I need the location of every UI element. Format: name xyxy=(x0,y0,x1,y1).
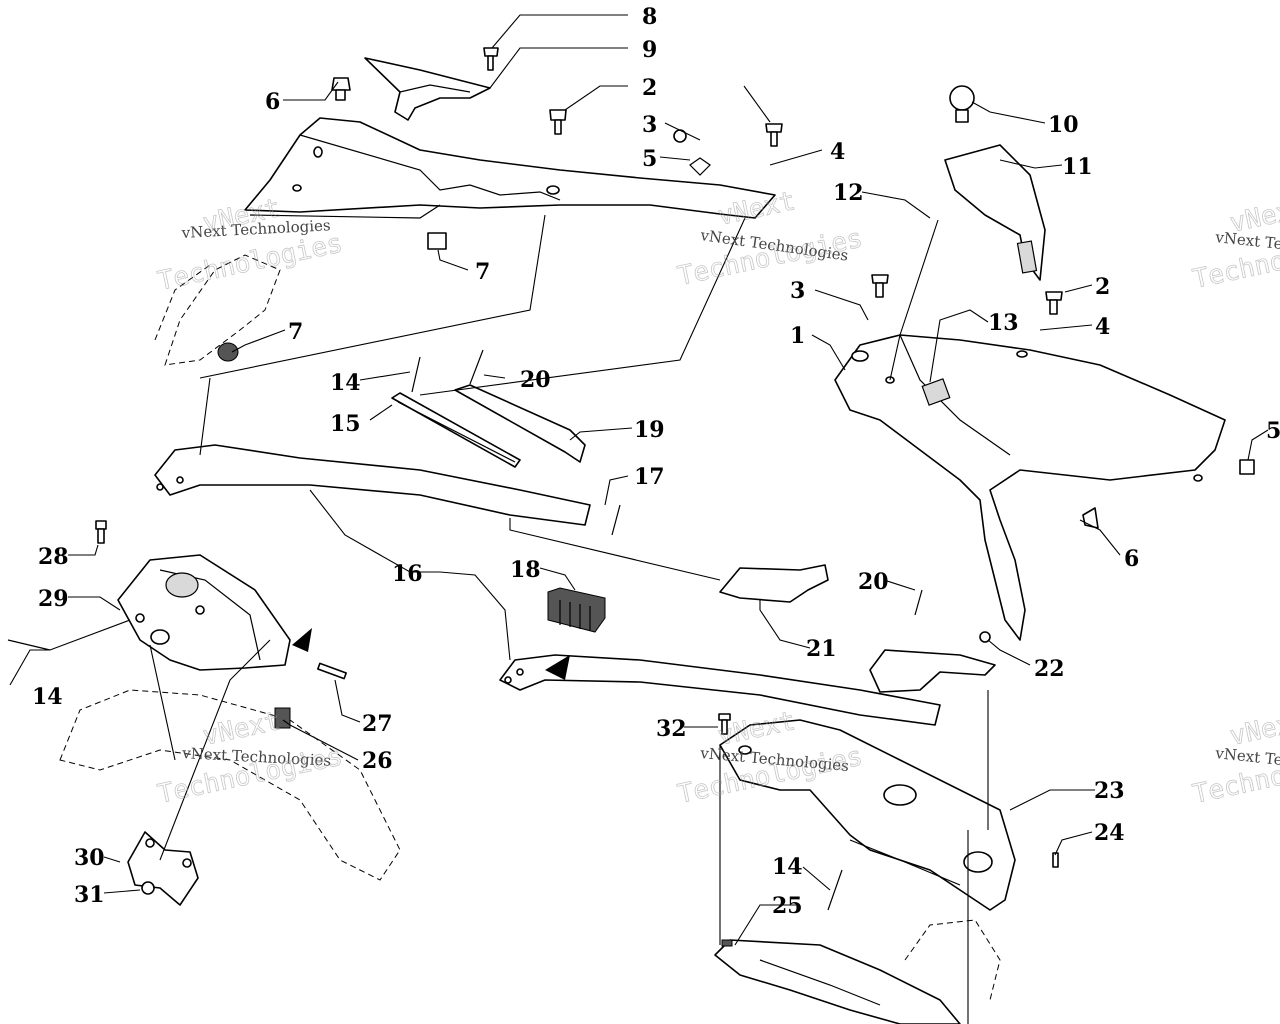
callout-5: 5 xyxy=(642,146,657,172)
part-9-scoop xyxy=(364,57,491,121)
callout-10: 10 xyxy=(1048,112,1079,138)
watermarks: vNext Technologies vNext Technologies vN… xyxy=(155,186,1280,810)
left-ghost-outline xyxy=(154,254,281,366)
callout-2-right: 2 xyxy=(1095,274,1110,300)
callout-3: 3 xyxy=(642,112,657,138)
callout-15: 15 xyxy=(330,411,361,437)
callout-7: 7 xyxy=(475,259,490,285)
part-11-cover xyxy=(944,144,1046,281)
callout-12: 12 xyxy=(833,180,864,206)
callout-6: 6 xyxy=(265,89,280,115)
callout-28: 28 xyxy=(38,544,69,570)
callout-20-right: 20 xyxy=(858,569,889,595)
part-30-plate xyxy=(127,831,199,906)
callout-25: 25 xyxy=(772,893,803,919)
callout-27: 27 xyxy=(362,711,393,737)
callout-3-right: 3 xyxy=(790,278,805,304)
callouts: 8 9 2 3 5 4 6 7 7 10 11 12 3 2 13 4 1 5 … xyxy=(32,4,1280,919)
callout-24: 24 xyxy=(1094,820,1125,846)
part-15-strip xyxy=(391,392,521,468)
left-upper-panel xyxy=(244,117,776,219)
callout-21: 21 xyxy=(806,636,837,662)
callout-18: 18 xyxy=(510,557,541,583)
callout-22: 22 xyxy=(1034,656,1065,682)
rivets xyxy=(7,349,923,911)
callout-14-left: 14 xyxy=(32,684,63,710)
part-21-bracket xyxy=(719,564,829,603)
watermark-vnext-6: vNext xyxy=(1227,706,1280,752)
part-1-right-panel xyxy=(834,334,1226,641)
callout-8: 8 xyxy=(642,4,657,30)
callout-1: 1 xyxy=(790,323,805,349)
callout-26: 26 xyxy=(362,748,393,774)
callout-23: 23 xyxy=(1094,778,1125,804)
lower-left-frame xyxy=(59,689,401,881)
callout-19: 19 xyxy=(634,417,665,443)
leader-lines xyxy=(9,14,1269,1024)
callout-4: 4 xyxy=(830,139,845,165)
callout-4-right: 4 xyxy=(1095,314,1110,340)
part-19-strip xyxy=(454,384,586,463)
callout-30: 30 xyxy=(74,845,105,871)
callout-14-lower: 14 xyxy=(772,854,803,880)
part-18-block xyxy=(547,587,606,633)
callout-9: 9 xyxy=(642,37,657,63)
callout-31: 31 xyxy=(74,882,105,908)
watermark-vnext-4: vNext xyxy=(200,706,283,752)
callout-32: 32 xyxy=(656,716,687,742)
callout-7-lower: 7 xyxy=(288,319,303,345)
callout-13: 13 xyxy=(988,310,1019,336)
callout-17: 17 xyxy=(634,464,665,490)
callout-6-right: 6 xyxy=(1124,546,1139,572)
callout-29: 29 xyxy=(38,586,69,612)
callout-2: 2 xyxy=(642,75,657,101)
callout-11: 11 xyxy=(1062,154,1093,180)
watermark-vnext-3: vNext xyxy=(1227,193,1280,239)
part-29-housing xyxy=(117,554,312,671)
part-23-frame xyxy=(719,719,1016,911)
callout-5-right: 5 xyxy=(1266,418,1280,444)
part-21-lower-bracket xyxy=(869,649,996,693)
callout-14: 14 xyxy=(330,370,361,396)
hardware xyxy=(95,47,1255,868)
part-25-base xyxy=(714,919,1001,1024)
callout-20: 20 xyxy=(520,367,551,393)
part-16-upper-bar xyxy=(154,444,591,526)
part-16-lower-bar xyxy=(499,654,941,726)
callout-16: 16 xyxy=(392,561,423,587)
